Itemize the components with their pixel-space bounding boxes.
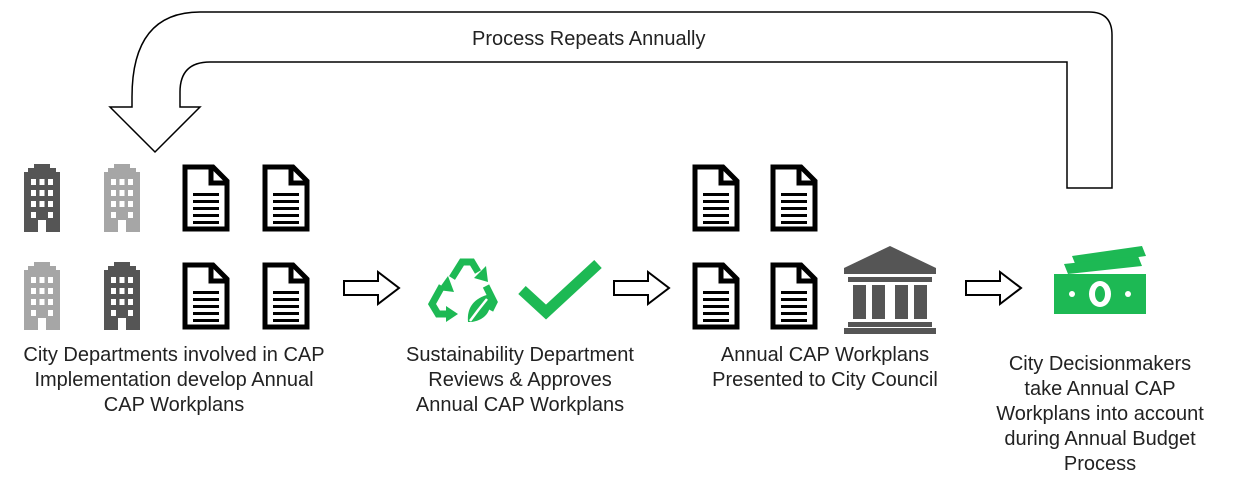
building-light-icon bbox=[104, 164, 140, 232]
document-icon bbox=[692, 262, 740, 330]
document-icon bbox=[182, 164, 230, 232]
document-icon bbox=[692, 164, 740, 232]
document-icon bbox=[182, 262, 230, 330]
document-icon bbox=[262, 164, 310, 232]
building-dark-icon bbox=[104, 262, 140, 330]
flow-arrow-icon bbox=[613, 269, 671, 307]
building-light-icon bbox=[24, 262, 60, 330]
document-icon bbox=[770, 164, 818, 232]
flow-arrow-icon bbox=[343, 269, 401, 307]
document-icon bbox=[770, 262, 818, 330]
step-departments-caption: City Departments involved in CAP Impleme… bbox=[23, 344, 325, 416]
checkmark-icon bbox=[518, 259, 602, 320]
flow-arrow-icon bbox=[965, 269, 1023, 307]
step-council-caption: Annual CAP Workplans Presented to City C… bbox=[712, 344, 938, 391]
step-budget-caption: City Decisionmakers take Annual CAP Work… bbox=[996, 353, 1204, 475]
step-sustainability-caption: Sustainability Department Reviews & Appr… bbox=[406, 344, 634, 416]
loop-label: Process Repeats Annually bbox=[472, 28, 706, 50]
money-icon bbox=[1054, 246, 1146, 314]
recycle-leaf-icon bbox=[427, 258, 498, 322]
city-hall-icon bbox=[844, 246, 936, 334]
document-icon bbox=[262, 262, 310, 330]
building-dark-icon bbox=[24, 164, 60, 232]
